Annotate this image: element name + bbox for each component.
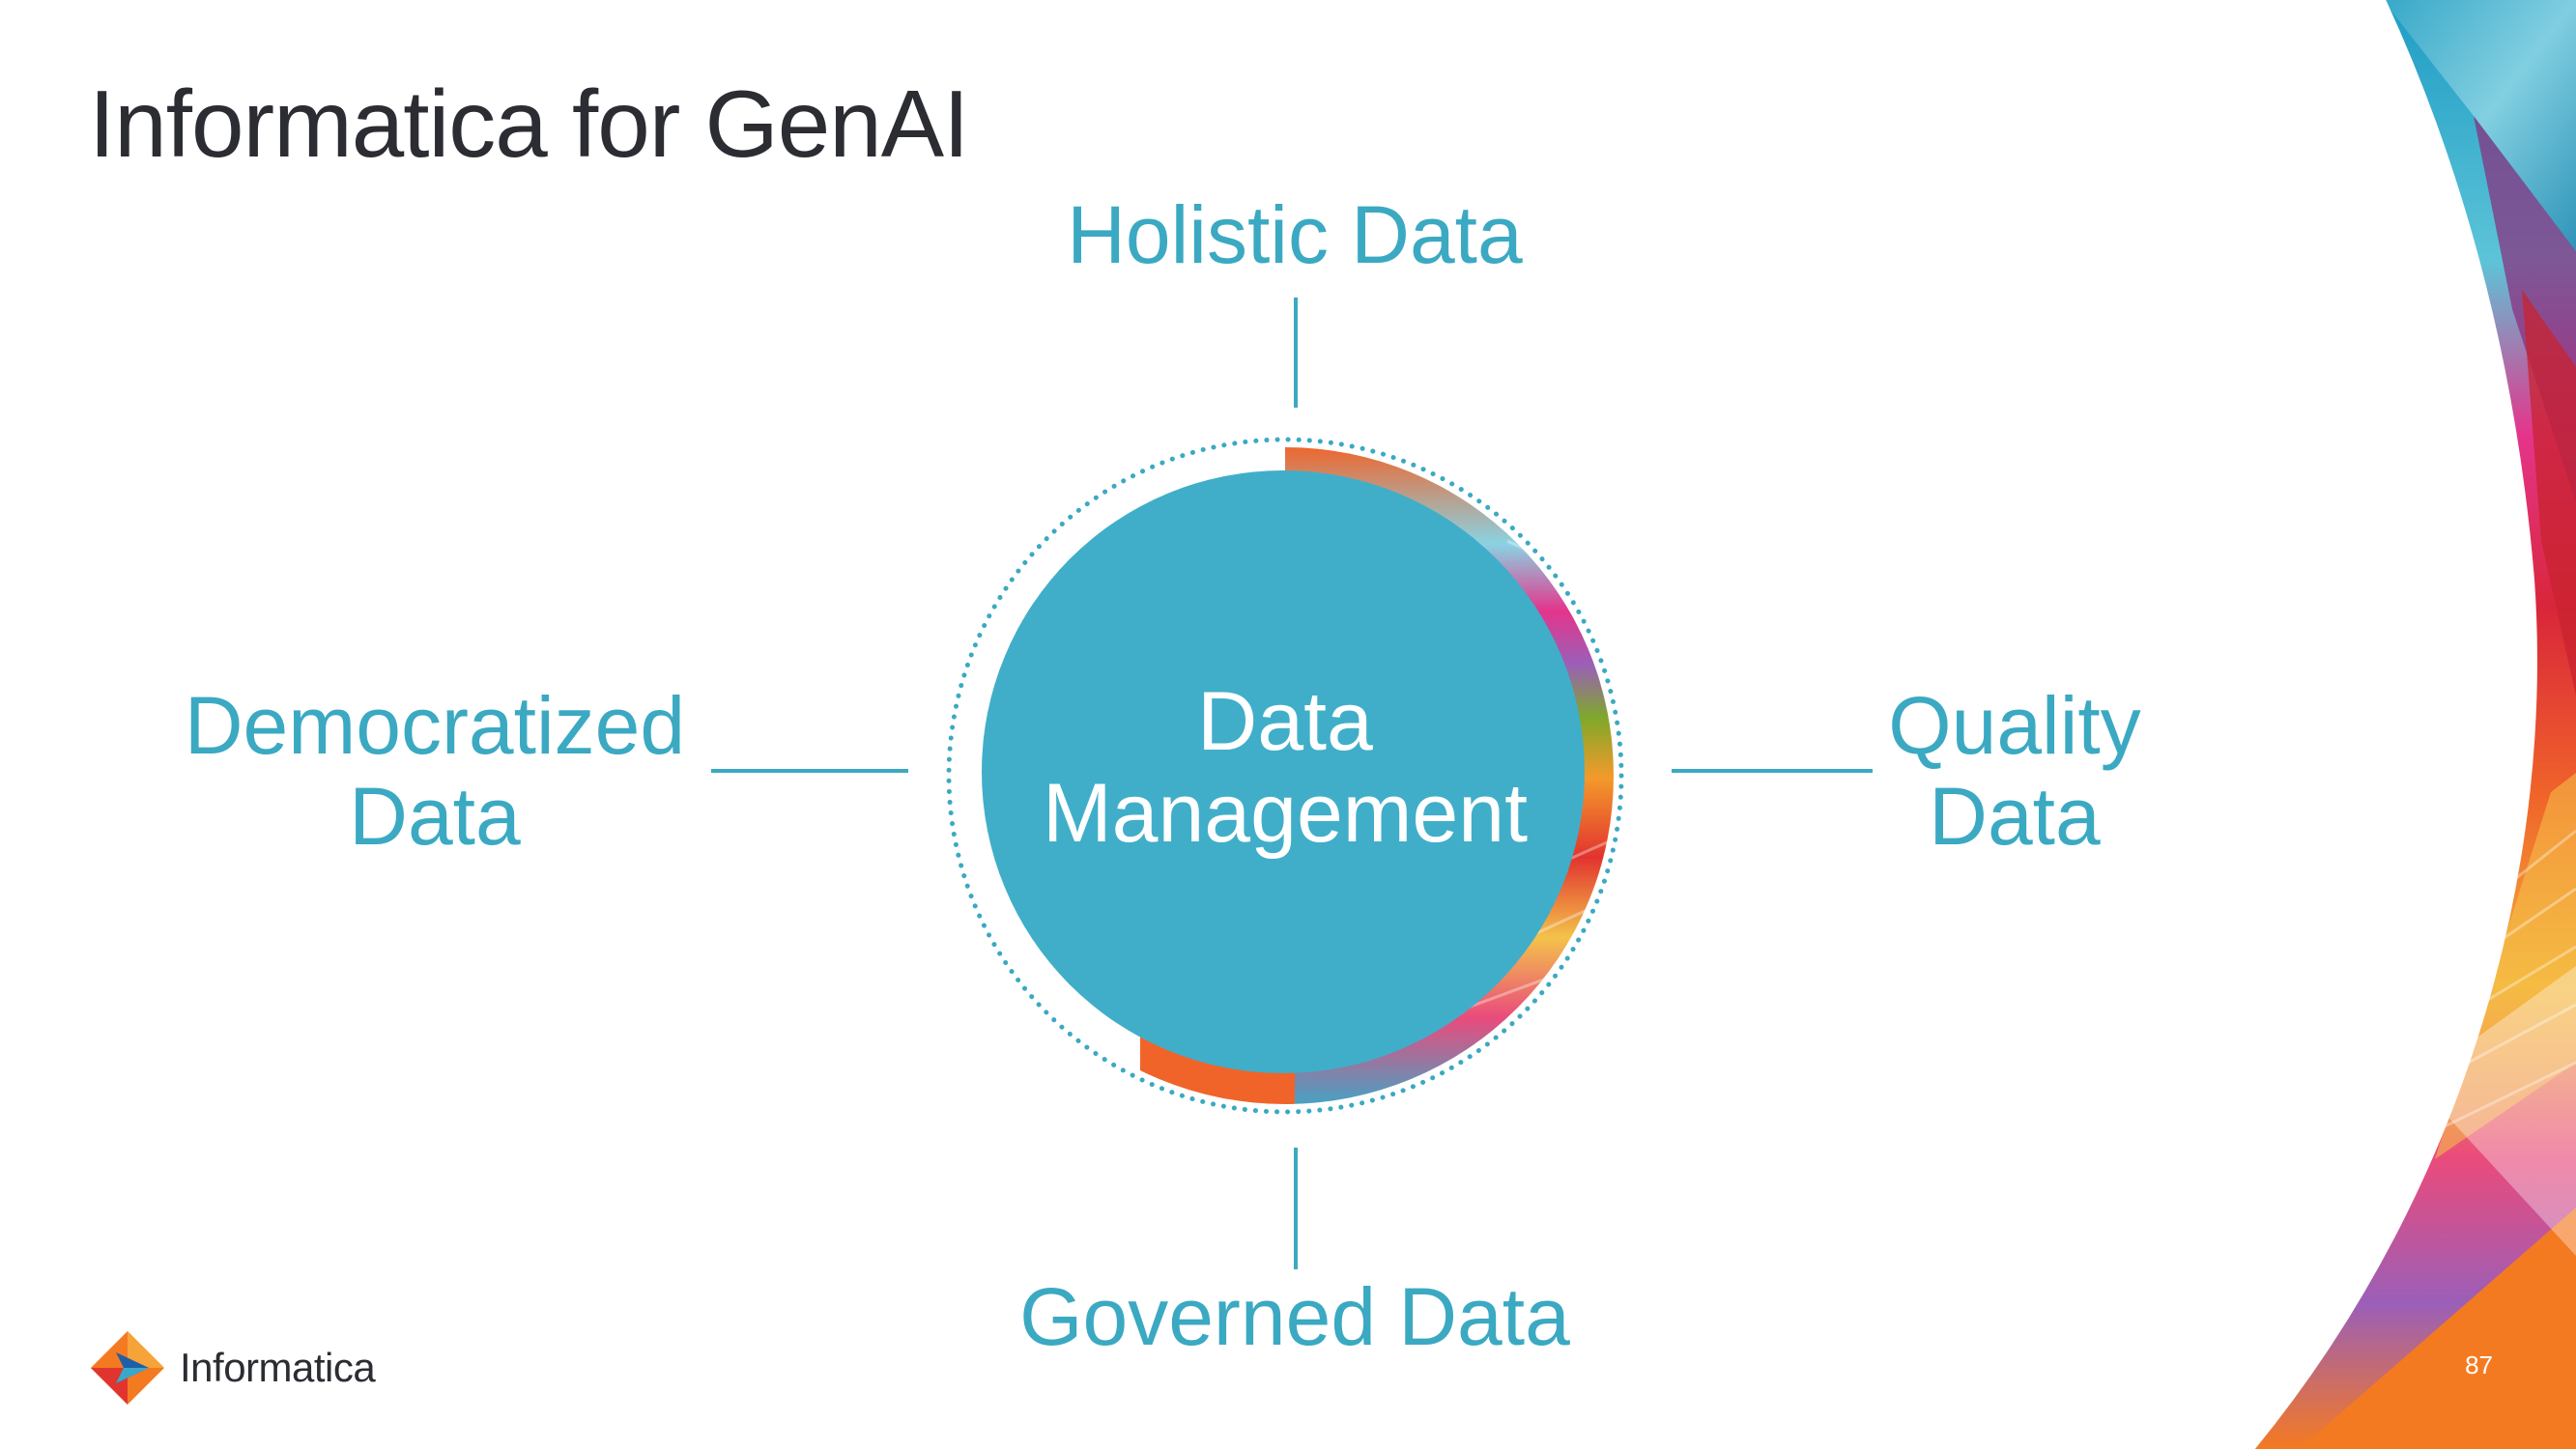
connector-bottom xyxy=(1294,1148,1298,1269)
node-quality-data: Quality Data xyxy=(1826,680,2203,862)
slide-title: Informatica for GenAI xyxy=(89,71,969,177)
node-quality-line1: Quality xyxy=(1888,680,2141,771)
connector-right xyxy=(1672,769,1873,773)
informatica-diamond-icon xyxy=(91,1331,164,1405)
node-quality-line2: Data xyxy=(1929,771,2101,863)
connector-left xyxy=(711,769,908,773)
node-democratized-data: Democratized Data xyxy=(145,680,725,862)
center-label-line2: Management xyxy=(1043,766,1528,860)
center-circle xyxy=(982,470,1585,1073)
connector-top xyxy=(1294,298,1298,408)
outer-dotted-ring xyxy=(946,437,1624,1115)
node-democratized-line2: Data xyxy=(349,771,521,863)
center-label-line1: Data xyxy=(1197,675,1373,768)
node-democratized-line1: Democratized xyxy=(184,680,686,771)
node-holistic-data: Holistic Data xyxy=(1067,189,1523,280)
logo-text: Informatica xyxy=(180,1345,376,1390)
informatica-logo: Informatica xyxy=(89,1329,376,1406)
node-governed-data: Governed Data xyxy=(1019,1271,1570,1362)
page-number: 87 xyxy=(2465,1350,2493,1379)
center-label: Data Management xyxy=(966,676,1604,859)
